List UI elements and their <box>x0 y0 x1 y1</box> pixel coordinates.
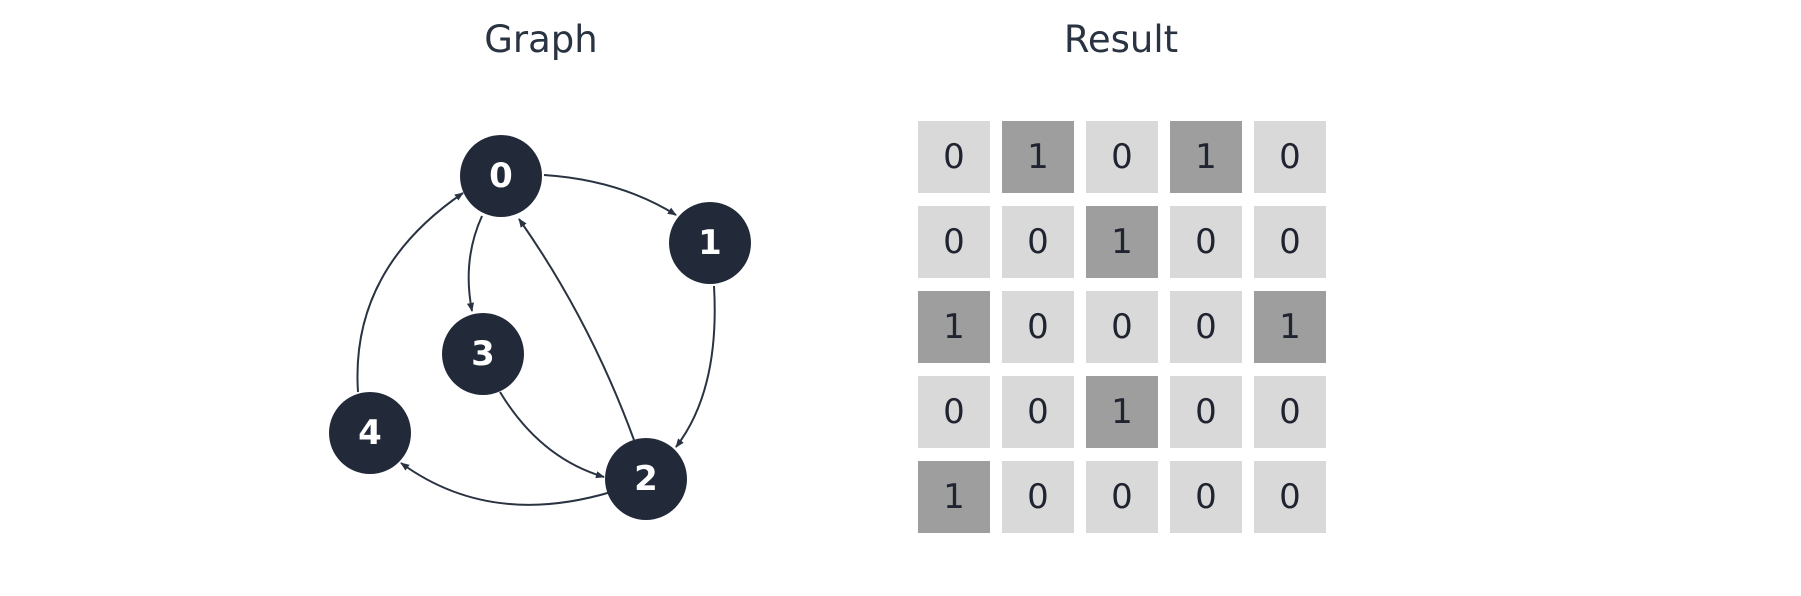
matrix-cell-r4-c3: 0 <box>1170 461 1242 533</box>
matrix-cell-r3-c3: 0 <box>1170 376 1242 448</box>
matrix-cell-r1-c1: 0 <box>1002 206 1074 278</box>
edge-0-to-3 <box>466 215 483 312</box>
graph-diagram: 0 1 2 3 4 <box>329 135 751 520</box>
node-label: 0 <box>489 156 513 196</box>
matrix-cell-r4-c2: 0 <box>1086 461 1158 533</box>
matrix-cell-r1-c2: 1 <box>1086 206 1158 278</box>
edge-2-to-0 <box>518 218 635 441</box>
node-circle <box>442 313 524 395</box>
matrix-cell-r0-c2: 0 <box>1086 121 1158 193</box>
node-label: 4 <box>358 413 382 453</box>
matrix-cell-r4-c0: 1 <box>918 461 990 533</box>
matrix-cell-r0-c1: 1 <box>1002 121 1074 193</box>
edge-4-to-0 <box>356 192 464 393</box>
node-label: 3 <box>471 334 495 374</box>
matrix-cell-r4-c4: 0 <box>1254 461 1326 533</box>
node-label: 1 <box>698 223 722 263</box>
matrix-cell-r2-c0: 1 <box>918 291 990 363</box>
edge-3-to-2 <box>499 391 605 479</box>
result-title: Result <box>1063 18 1179 61</box>
matrix-cell-r0-c3: 1 <box>1170 121 1242 193</box>
matrix-cell-r1-c0: 0 <box>918 206 990 278</box>
matrix-cell-r4-c1: 0 <box>1002 461 1074 533</box>
matrix-cell-r3-c0: 0 <box>918 376 990 448</box>
node-4: 4 <box>329 392 411 474</box>
node-3: 3 <box>442 313 524 395</box>
matrix-cell-r3-c4: 0 <box>1254 376 1326 448</box>
node-0: 0 <box>460 135 542 217</box>
edge-0-to-1 <box>543 174 677 216</box>
graph-nodes: 0 1 2 3 4 <box>329 135 751 520</box>
node-circle <box>329 392 411 474</box>
node-circle <box>605 438 687 520</box>
node-label: 2 <box>634 459 658 499</box>
node-2: 2 <box>605 438 687 520</box>
edge-1-to-2 <box>675 285 716 448</box>
graph-edges <box>356 174 716 506</box>
matrix-cell-r2-c1: 0 <box>1002 291 1074 363</box>
matrix-cell-r0-c0: 0 <box>918 121 990 193</box>
edge-2-to-4 <box>400 462 612 506</box>
matrix-cell-r1-c3: 0 <box>1170 206 1242 278</box>
node-1: 1 <box>669 202 751 284</box>
graph-title: Graph <box>484 18 598 61</box>
node-circle <box>460 135 542 217</box>
matrix-cell-r3-c1: 0 <box>1002 376 1074 448</box>
node-circle <box>669 202 751 284</box>
matrix-cell-r0-c4: 0 <box>1254 121 1326 193</box>
matrix-cell-r2-c2: 0 <box>1086 291 1158 363</box>
matrix-cell-r1-c4: 0 <box>1254 206 1326 278</box>
matrix-cell-r3-c2: 1 <box>1086 376 1158 448</box>
matrix-cell-r2-c3: 0 <box>1170 291 1242 363</box>
matrix-cell-r2-c4: 1 <box>1254 291 1326 363</box>
